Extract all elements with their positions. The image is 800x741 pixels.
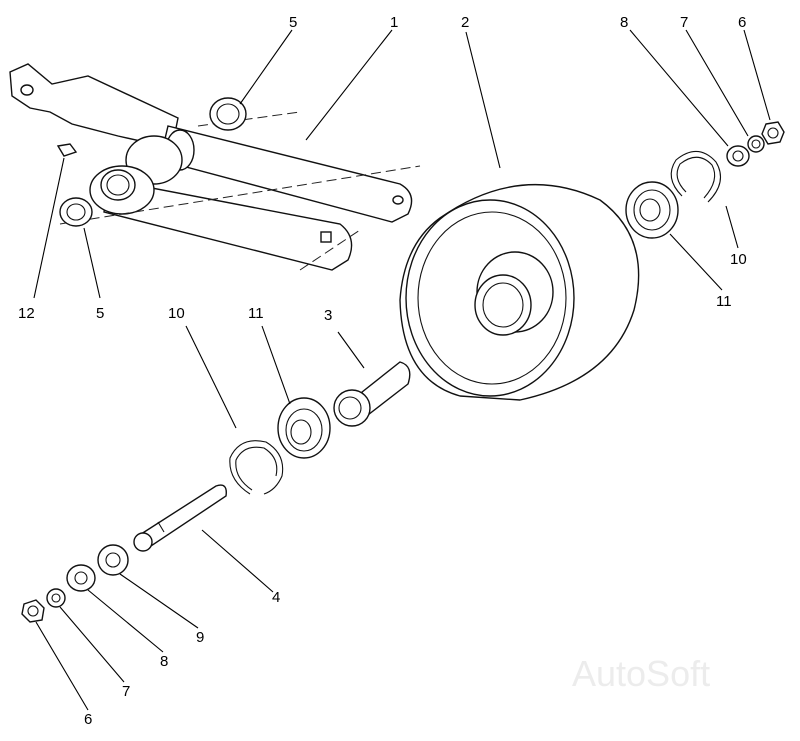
callout-11-upper: 11 (716, 293, 732, 310)
callout-7-lower: 7 (122, 683, 130, 700)
callout-7-upper: 7 (680, 14, 688, 31)
callout-11-lower: 11 (248, 305, 264, 322)
washer-right (726, 145, 750, 167)
idler-pulley (399, 183, 640, 401)
callout-1: 1 (390, 14, 398, 31)
callout-10-lower: 10 (168, 305, 185, 322)
washer-9 (97, 544, 129, 576)
callout-10-upper: 10 (730, 251, 747, 268)
leader-lines (33, 29, 771, 711)
tensioner-arm (9, 63, 421, 271)
lock-washer-lower (46, 588, 66, 608)
watermark-text: AutoSoft (572, 653, 710, 694)
callout-5-lower: 5 (96, 305, 104, 322)
callout-3: 3 (324, 307, 332, 324)
sleeve (333, 361, 411, 427)
callouts: 1 2 3 4 5 5 6 6 7 7 8 8 9 10 10 11 11 12 (18, 14, 747, 728)
bearing-lower (277, 397, 331, 459)
lock-washer-right (747, 135, 765, 153)
nut-lower (21, 599, 45, 623)
grease-fitting (56, 143, 78, 157)
snap-ring-lower (229, 440, 284, 495)
callout-9: 9 (196, 629, 204, 646)
callout-2: 2 (461, 14, 469, 31)
shaft-bolt (133, 484, 227, 552)
callout-5-upper: 5 (289, 14, 297, 31)
callout-8-lower: 8 (160, 653, 168, 670)
callout-6-upper: 6 (738, 14, 746, 31)
washer-lower (66, 564, 96, 592)
snap-ring-right (670, 150, 722, 203)
callout-8-upper: 8 (620, 14, 628, 31)
spacer-lower (59, 197, 93, 227)
bearing-right (625, 181, 679, 239)
callout-4: 4 (272, 589, 280, 606)
callout-6-lower: 6 (84, 711, 92, 728)
callout-12: 12 (18, 305, 35, 322)
spacer-upper (209, 97, 247, 131)
nut-right (761, 121, 785, 145)
